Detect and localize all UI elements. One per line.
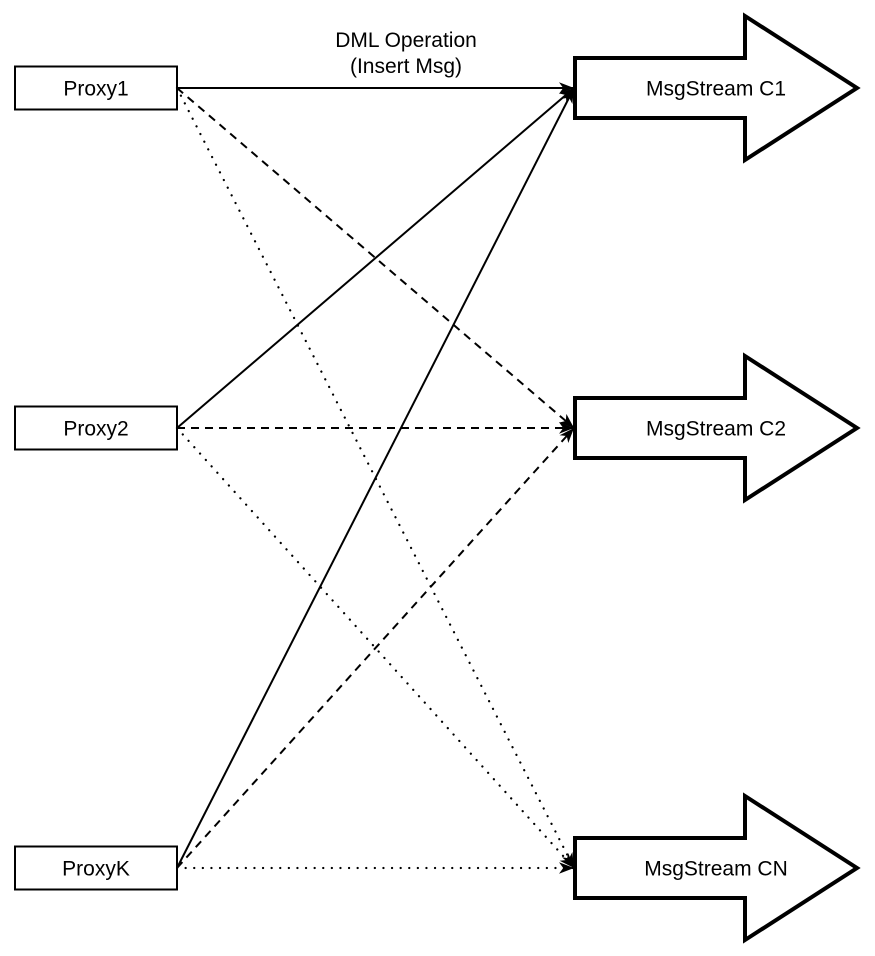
proxy-box-p2 [14, 405, 178, 451]
stream-label-c2: MsgStream C2 [646, 418, 786, 441]
proxy-nodes: Proxy1 Proxy2 ProxyK [14, 65, 178, 891]
title-label: DML Operation (Insert Msg) [335, 29, 477, 78]
stream-nodes: MsgStream C1 MsgStream C2 MsgStream CN [573, 12, 861, 944]
proxy-label-pk: ProxyK [62, 858, 130, 881]
title-line1: DML Operation [335, 29, 477, 52]
edges-layer [175, 82, 576, 874]
proxy-box-pk [14, 845, 178, 891]
msgstream-arrow-c1 [573, 12, 861, 164]
edge-p1-cn [175, 86, 576, 870]
title-line2: (Insert Msg) [350, 55, 462, 78]
edge-p1-c2 [176, 87, 575, 429]
proxy-label-p1: Proxy1 [63, 78, 128, 101]
proxy-label-p2: Proxy2 [63, 418, 128, 441]
msgstream-arrow-c2 [573, 352, 861, 504]
stream-label-cn: MsgStream CN [644, 858, 788, 881]
edge-p2-c1 [176, 87, 575, 429]
stream-label-c1: MsgStream C1 [646, 78, 786, 101]
edge-pk-c2 [176, 427, 575, 869]
proxy-box-p1 [14, 65, 178, 111]
msgstream-arrow-cn [573, 792, 861, 944]
